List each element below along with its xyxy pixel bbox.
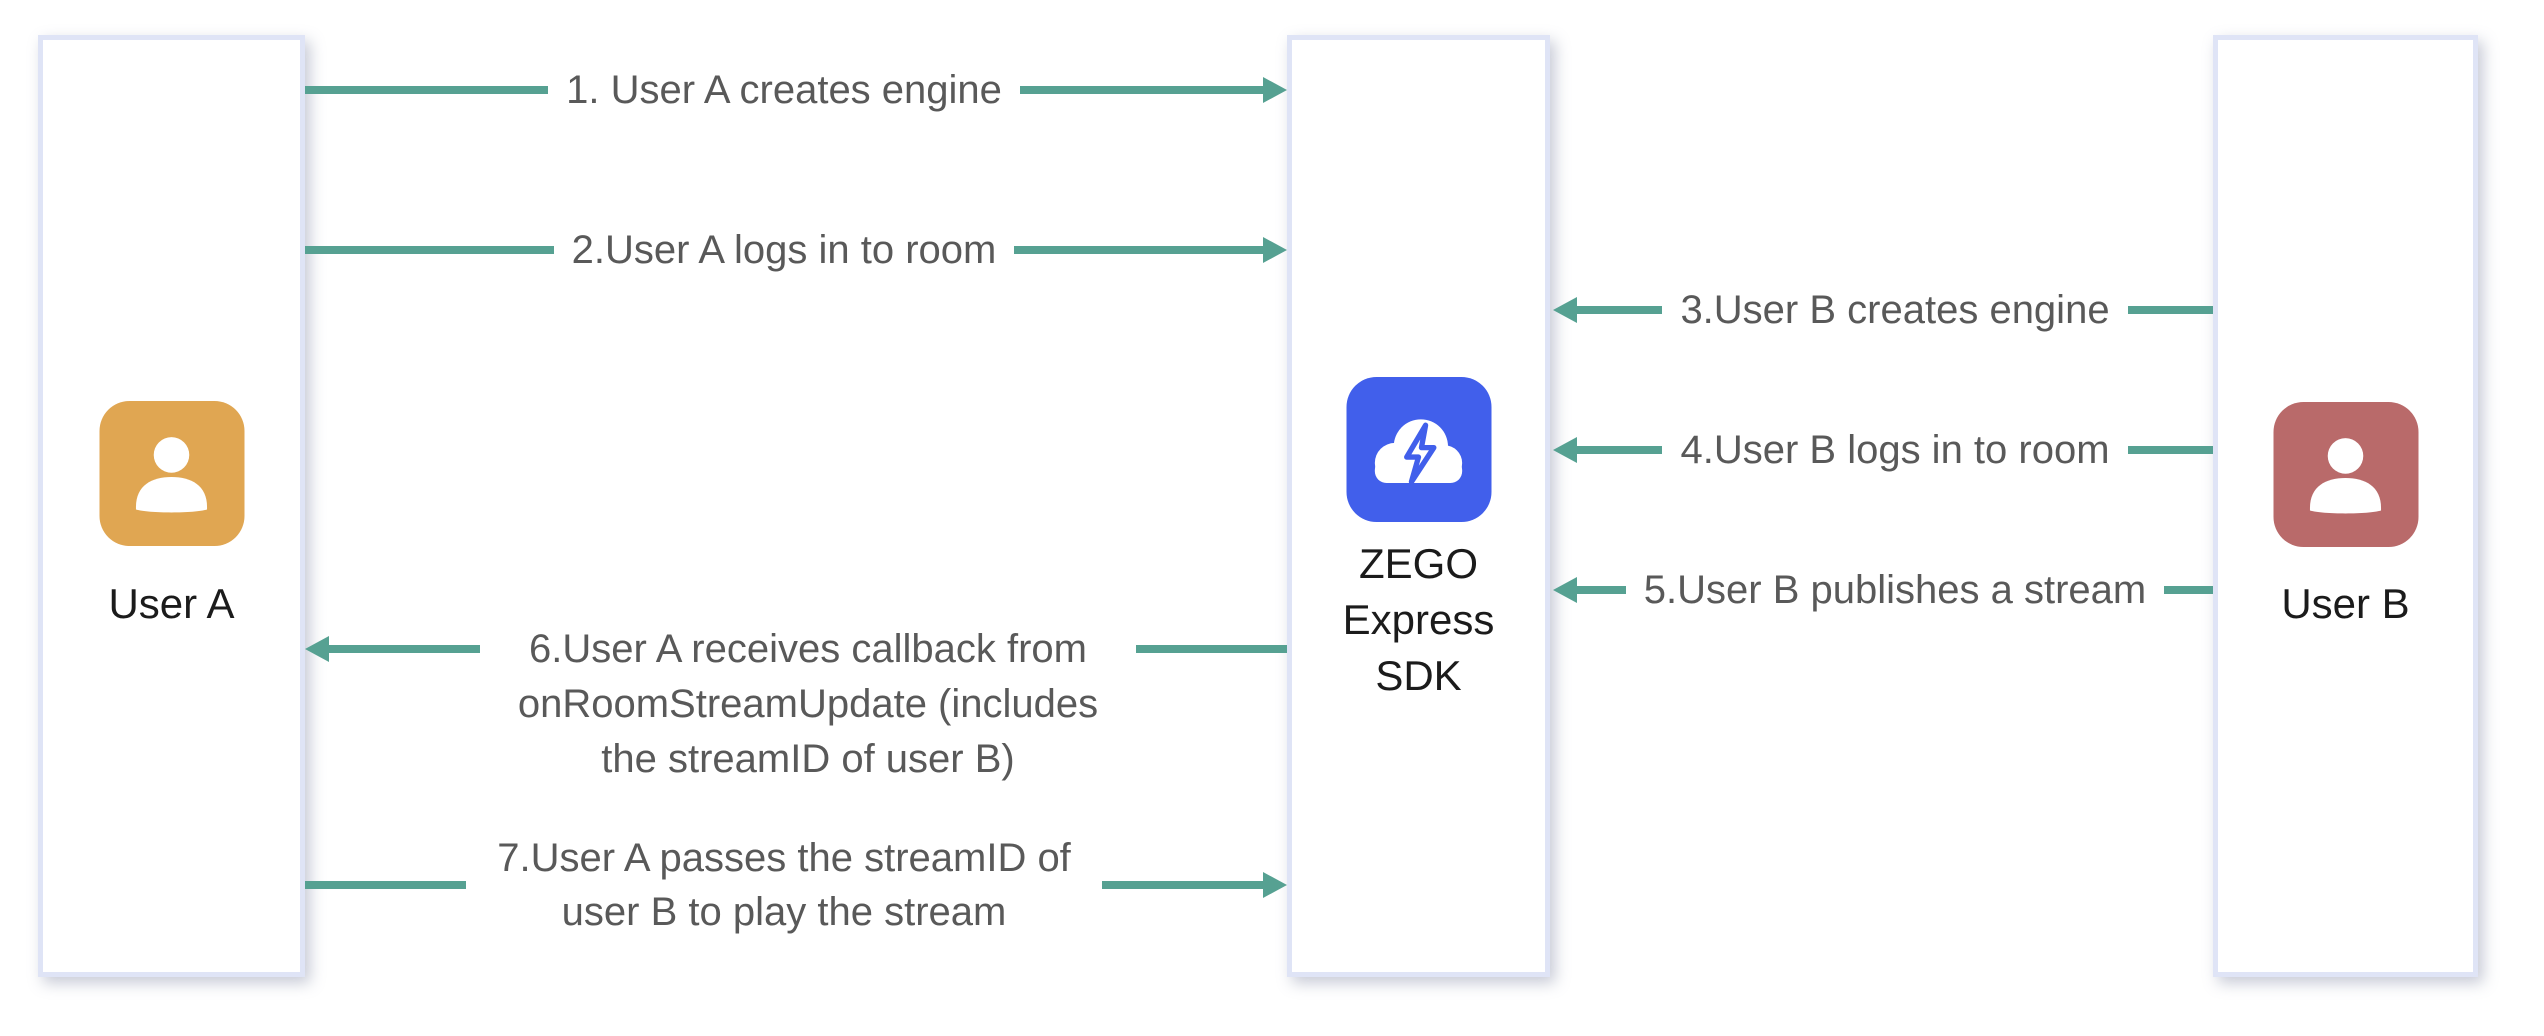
arrow-line <box>1019 86 1264 94</box>
arrow-line <box>1577 306 1663 314</box>
message-label-6: 6.User A receives callback from onRoomSt… <box>517 627 1099 781</box>
arrow-line <box>1136 645 1287 653</box>
actor-box-sdk: ZEGO Express SDK <box>1287 35 1550 977</box>
actor-label-user-a: User A <box>108 580 235 627</box>
message-arrow-6: 6.User A receives callback from onRoomSt… <box>305 622 1287 787</box>
arrow-line <box>305 246 554 254</box>
arrow-line <box>1102 881 1263 889</box>
arrow-line <box>329 645 480 653</box>
arrowhead-right-icon <box>1263 237 1287 263</box>
cloud-lightning-icon <box>1346 377 1491 522</box>
message-arrow-7: 7.User A passes the streamID of user B t… <box>305 830 1287 940</box>
message-arrow-5: 5.User B publishes a stream <box>1553 562 2214 618</box>
message-arrow-3: 3.User B creates engine <box>1553 282 2213 338</box>
message-label-1: 1. User A creates engine <box>566 67 1002 112</box>
message-arrow-4: 4.User B logs in to room <box>1553 422 2213 478</box>
user-b-person-icon <box>2273 402 2418 547</box>
arrowhead-right-icon <box>1263 872 1287 898</box>
arrowhead-right-icon <box>1263 77 1288 103</box>
actor-label-sdk: ZEGO Express SDK <box>1342 540 1495 699</box>
message-label-4: 4.User B logs in to room <box>1680 427 2110 472</box>
arrow-line <box>1577 446 1663 454</box>
message-arrow-1: 1. User A creates engine <box>305 62 1288 118</box>
message-label-7: 7.User A passes the streamID of user B t… <box>497 836 1071 934</box>
actor-box-user-b: User B <box>2213 35 2478 977</box>
arrow-line <box>1577 586 1626 594</box>
arrow-line <box>1014 246 1263 254</box>
arrow-line <box>2164 586 2214 594</box>
arrowhead-left-icon <box>1553 577 1577 603</box>
arrowhead-left-icon <box>1553 437 1577 463</box>
user-a-person-icon <box>99 401 244 546</box>
arrowhead-left-icon <box>1553 297 1577 323</box>
arrow-line <box>305 86 549 94</box>
arrow-line <box>2127 306 2213 314</box>
actor-box-user-a: User A <box>38 35 305 977</box>
arrow-line <box>2127 446 2213 454</box>
message-label-5: 5.User B publishes a stream <box>1643 567 2147 612</box>
arrowhead-left-icon <box>305 636 329 662</box>
arrow-line <box>305 881 466 889</box>
actor-label-user-b: User B <box>2281 580 2410 627</box>
message-arrow-2: 2.User A logs in to room <box>305 222 1287 278</box>
message-label-3: 3.User B creates engine <box>1680 287 2110 332</box>
message-label-2: 2.User A logs in to room <box>571 227 997 272</box>
